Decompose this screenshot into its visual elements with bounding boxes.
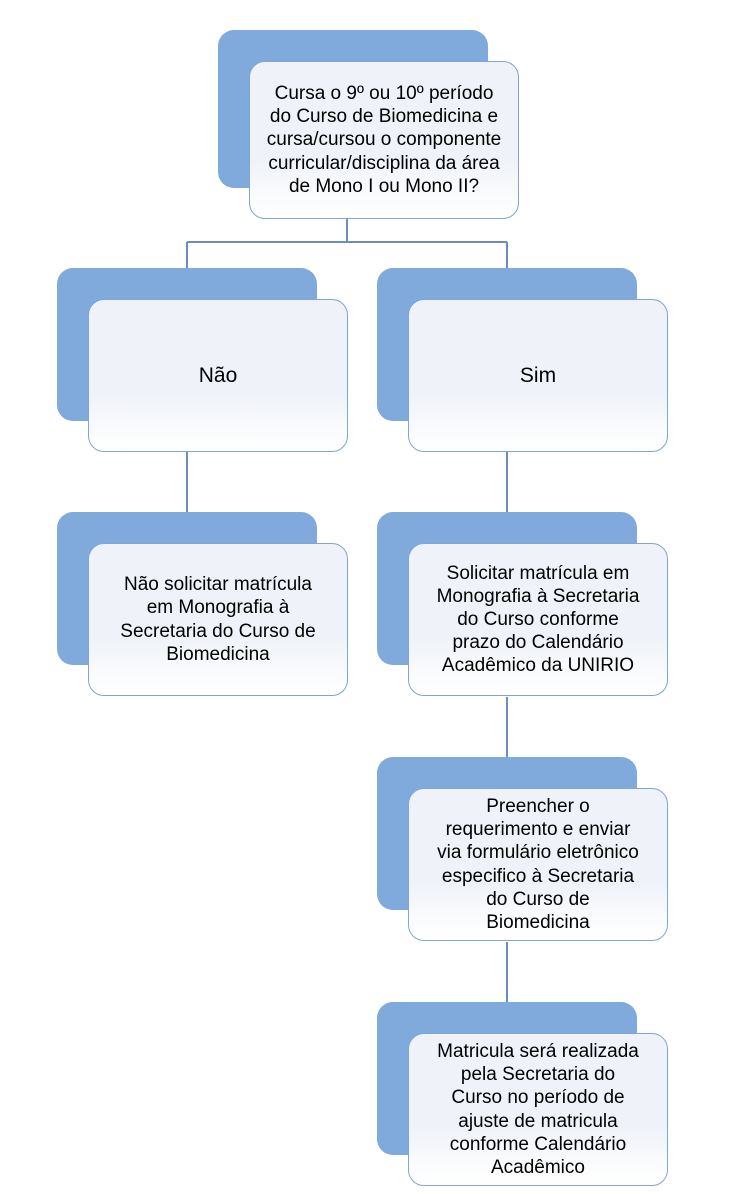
node-label: Preencher o requerimento e enviar via fo…	[437, 795, 639, 933]
node-card: Matricula será realizada pela Secretaria…	[408, 1033, 668, 1186]
node-branch-nao[interactable]: Não	[57, 268, 348, 452]
node-sim-step-1[interactable]: Solicitar matrícula em Monografia à Secr…	[377, 512, 668, 696]
node-label: Não	[198, 363, 238, 387]
node-sim-step-2[interactable]: Preencher o requerimento e enviar via fo…	[377, 757, 668, 941]
node-card: Cursa o 9º ou 10º período do Curso de Bi…	[249, 61, 519, 219]
node-card: Sim	[408, 299, 668, 452]
node-branch-sim[interactable]: Sim	[377, 268, 668, 452]
node-label: Solicitar matrícula em Monografia à Secr…	[436, 562, 640, 677]
node-sim-step-3[interactable]: Matricula será realizada pela Secretaria…	[377, 1002, 668, 1186]
node-label: Sim	[519, 363, 557, 387]
node-label: Matricula será realizada pela Secretaria…	[437, 1040, 639, 1178]
node-card: Solicitar matrícula em Monografia à Secr…	[408, 543, 668, 696]
node-card: Não	[88, 299, 348, 452]
node-root-decision[interactable]: Cursa o 9º ou 10º período do Curso de Bi…	[218, 30, 519, 219]
node-card: Preencher o requerimento e enviar via fo…	[408, 788, 668, 941]
node-label: Não solicitar matrícula em Monografia à …	[120, 574, 316, 665]
node-label: Cursa o 9º ou 10º período do Curso de Bi…	[266, 83, 502, 197]
node-card: Não solicitar matrícula em Monografia à …	[88, 543, 348, 696]
node-nao-step-1[interactable]: Não solicitar matrícula em Monografia à …	[57, 512, 348, 696]
